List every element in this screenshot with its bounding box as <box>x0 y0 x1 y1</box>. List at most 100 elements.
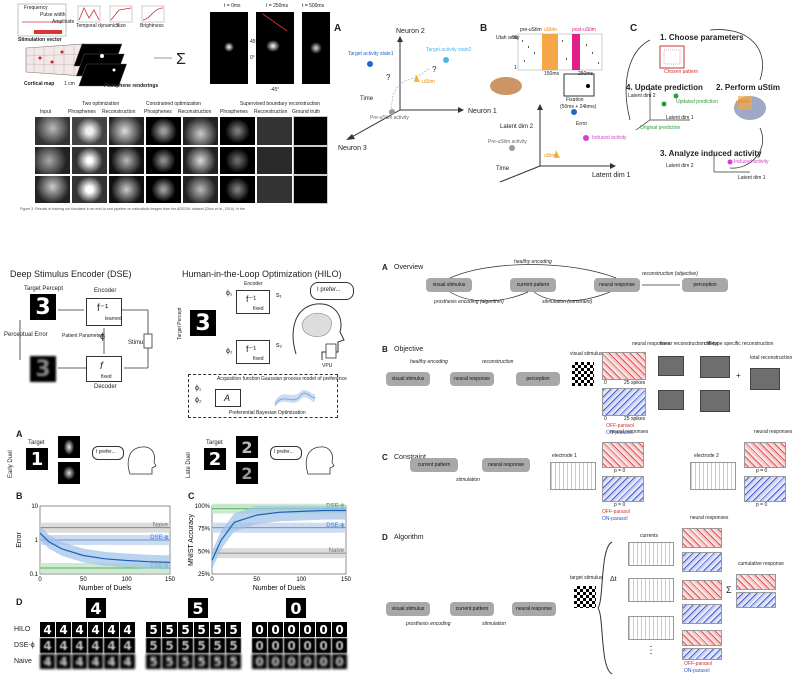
ob-zero-bottom: 0 <box>604 416 607 422</box>
i-prefer-late: I prefer... <box>274 449 294 455</box>
early-duel-label: Early Duel <box>8 450 14 478</box>
phosphene-frame-1 <box>210 12 248 84</box>
ustim-c: uStim <box>736 99 749 105</box>
digit-sample: 5 <box>178 654 193 669</box>
digit-sample: 4 <box>120 638 135 653</box>
original-prediction: Original prediction <box>640 125 681 131</box>
label-scale: 1 cm <box>64 81 75 87</box>
col-header-8: Ground truth <box>292 109 321 115</box>
al-off-parasol: OFF-parasol <box>684 661 713 667</box>
ov-healthy-encoding: healthy encoding <box>514 259 552 265</box>
x-tick-label: 150 <box>165 577 176 583</box>
hilo-fixed-1: fixed <box>253 306 264 312</box>
label-brightness: Brightness <box>140 23 164 29</box>
al-cum-blue <box>736 592 776 608</box>
hilo-fixed-2: fixed <box>253 356 264 362</box>
al-target-stimulus: target stimulus <box>570 575 603 581</box>
step-1: 1. Choose parameters <box>660 33 744 42</box>
digit-sample: 4 <box>88 654 103 669</box>
digit-sample: 0 <box>300 622 315 637</box>
ob-heat-red <box>602 352 646 380</box>
ov-neural-response: neural response <box>594 278 640 292</box>
patient-params: Patient Parameters <box>62 333 105 339</box>
y-tick-label: 50% <box>198 549 211 555</box>
row-hilo: HILO <box>14 626 31 633</box>
hilo-speech-bubble: I prefer... <box>310 282 354 300</box>
col-header-4: Phosphenes <box>144 109 172 115</box>
ov-stimulation: stimulation (constraint) <box>542 299 593 305</box>
time-b: Time <box>496 166 510 172</box>
ob-heat-blue <box>602 388 646 416</box>
x-tick-label: 50 <box>253 577 260 583</box>
co-off-parasol: OFF-parasol <box>602 509 631 515</box>
digit-sample: 0 <box>252 638 267 653</box>
al-visual-stimulus: visual stimulus <box>386 602 430 616</box>
angle-pos: 45° <box>250 39 258 45</box>
induced-label: Induced activity <box>592 135 627 141</box>
al-current-grid-1 <box>628 542 674 566</box>
digit-sample: 5 <box>162 638 177 653</box>
chosen-pattern: Chosen pattern <box>664 69 699 75</box>
al-heat-red-2 <box>682 580 722 600</box>
digit-sample: 0 <box>300 654 315 669</box>
co-p0-1a: p = 0 <box>614 468 626 474</box>
co-neural-responses-2: neural responses <box>754 429 793 435</box>
time-label-2: t = 250ms <box>266 3 289 9</box>
time-label-3: t = 500ms <box>302 3 325 9</box>
x-tick-label: 100 <box>296 577 307 583</box>
latent2-c2: Latent dim 2 <box>666 163 694 169</box>
row-naive: Naive <box>14 658 32 665</box>
step-4: 4. Update prediction <box>626 83 703 92</box>
col-header-3: Reconstruction <box>102 109 136 115</box>
digit-sample: 4 <box>56 638 71 653</box>
digit-sample: 4 <box>72 622 87 637</box>
hilo-s1: s₁ <box>276 292 282 299</box>
label-temporal: Temporal dynamics <box>76 23 120 29</box>
d-target-5: 5 <box>188 598 208 618</box>
panel-top-right: A B C Neuron 2 Neuron 1 Neuron 3 Target … <box>330 0 800 200</box>
br-label-D: D <box>382 533 388 542</box>
bl-label-A: A <box>16 429 23 439</box>
ob-linear-filters: linear reconstruction filters <box>660 341 719 347</box>
digit-sample: 5 <box>146 638 161 653</box>
acq-A: A <box>224 393 231 403</box>
ob-celltype-2 <box>700 390 730 412</box>
co-neural-responses-1: neural responses <box>610 429 649 435</box>
results-grid <box>34 116 328 204</box>
early-head-icon <box>127 446 157 475</box>
hilo-line <box>211 509 346 561</box>
digit-sample: 5 <box>210 622 225 637</box>
ob-reconstruction: reconstruction <box>482 359 514 365</box>
digit-sample: 4 <box>72 638 87 653</box>
dse-decoded-digit: 3 <box>30 356 56 382</box>
group-header-3: Supervised boundary reconstruction <box>240 101 321 107</box>
d-target-4: 4 <box>86 598 106 618</box>
al-sigma: Σ <box>726 585 732 595</box>
fixation-ms: (50ms + 24bms) <box>560 104 597 110</box>
panel-top-left: Frequency Pulse width Amplitude Stimulat… <box>14 0 330 218</box>
series-label: DSE-ϕ <box>150 535 168 541</box>
digit-sample: 5 <box>162 622 177 637</box>
ob-neural-responses: neural responses <box>632 341 671 347</box>
question-2: ? <box>432 65 437 74</box>
group-header-1: Two optimization <box>82 101 120 107</box>
y-tick-label: 75% <box>198 527 211 533</box>
digit-sample: 5 <box>194 638 209 653</box>
co-p0-2a: p = 0 <box>756 468 768 474</box>
pbo-label: Preferential Bayesian Optimization <box>229 410 306 416</box>
digit-sample: 0 <box>316 638 331 653</box>
label-C: C <box>630 23 638 34</box>
al-prosthesis: prosthesis encoding <box>406 621 451 627</box>
col-header-6: Phosphenes <box>220 109 248 115</box>
latent2-label: Latent dim 2 <box>500 124 534 130</box>
digit-sample: 5 <box>226 622 241 637</box>
gp-label: Gaussian process model of preference <box>261 376 347 382</box>
stimulus-label: Stimulus <box>128 340 152 346</box>
dse-decoder-box: f fixed <box>86 356 122 382</box>
ustim-b2: uStim <box>544 153 557 159</box>
digit-sample: 0 <box>300 638 315 653</box>
bl-label-B: B <box>16 491 23 501</box>
digit-sample: 4 <box>40 622 55 637</box>
ob-off-parasol: OFF-parasol <box>606 423 635 429</box>
ov-current-pattern: current pattern <box>510 278 556 292</box>
